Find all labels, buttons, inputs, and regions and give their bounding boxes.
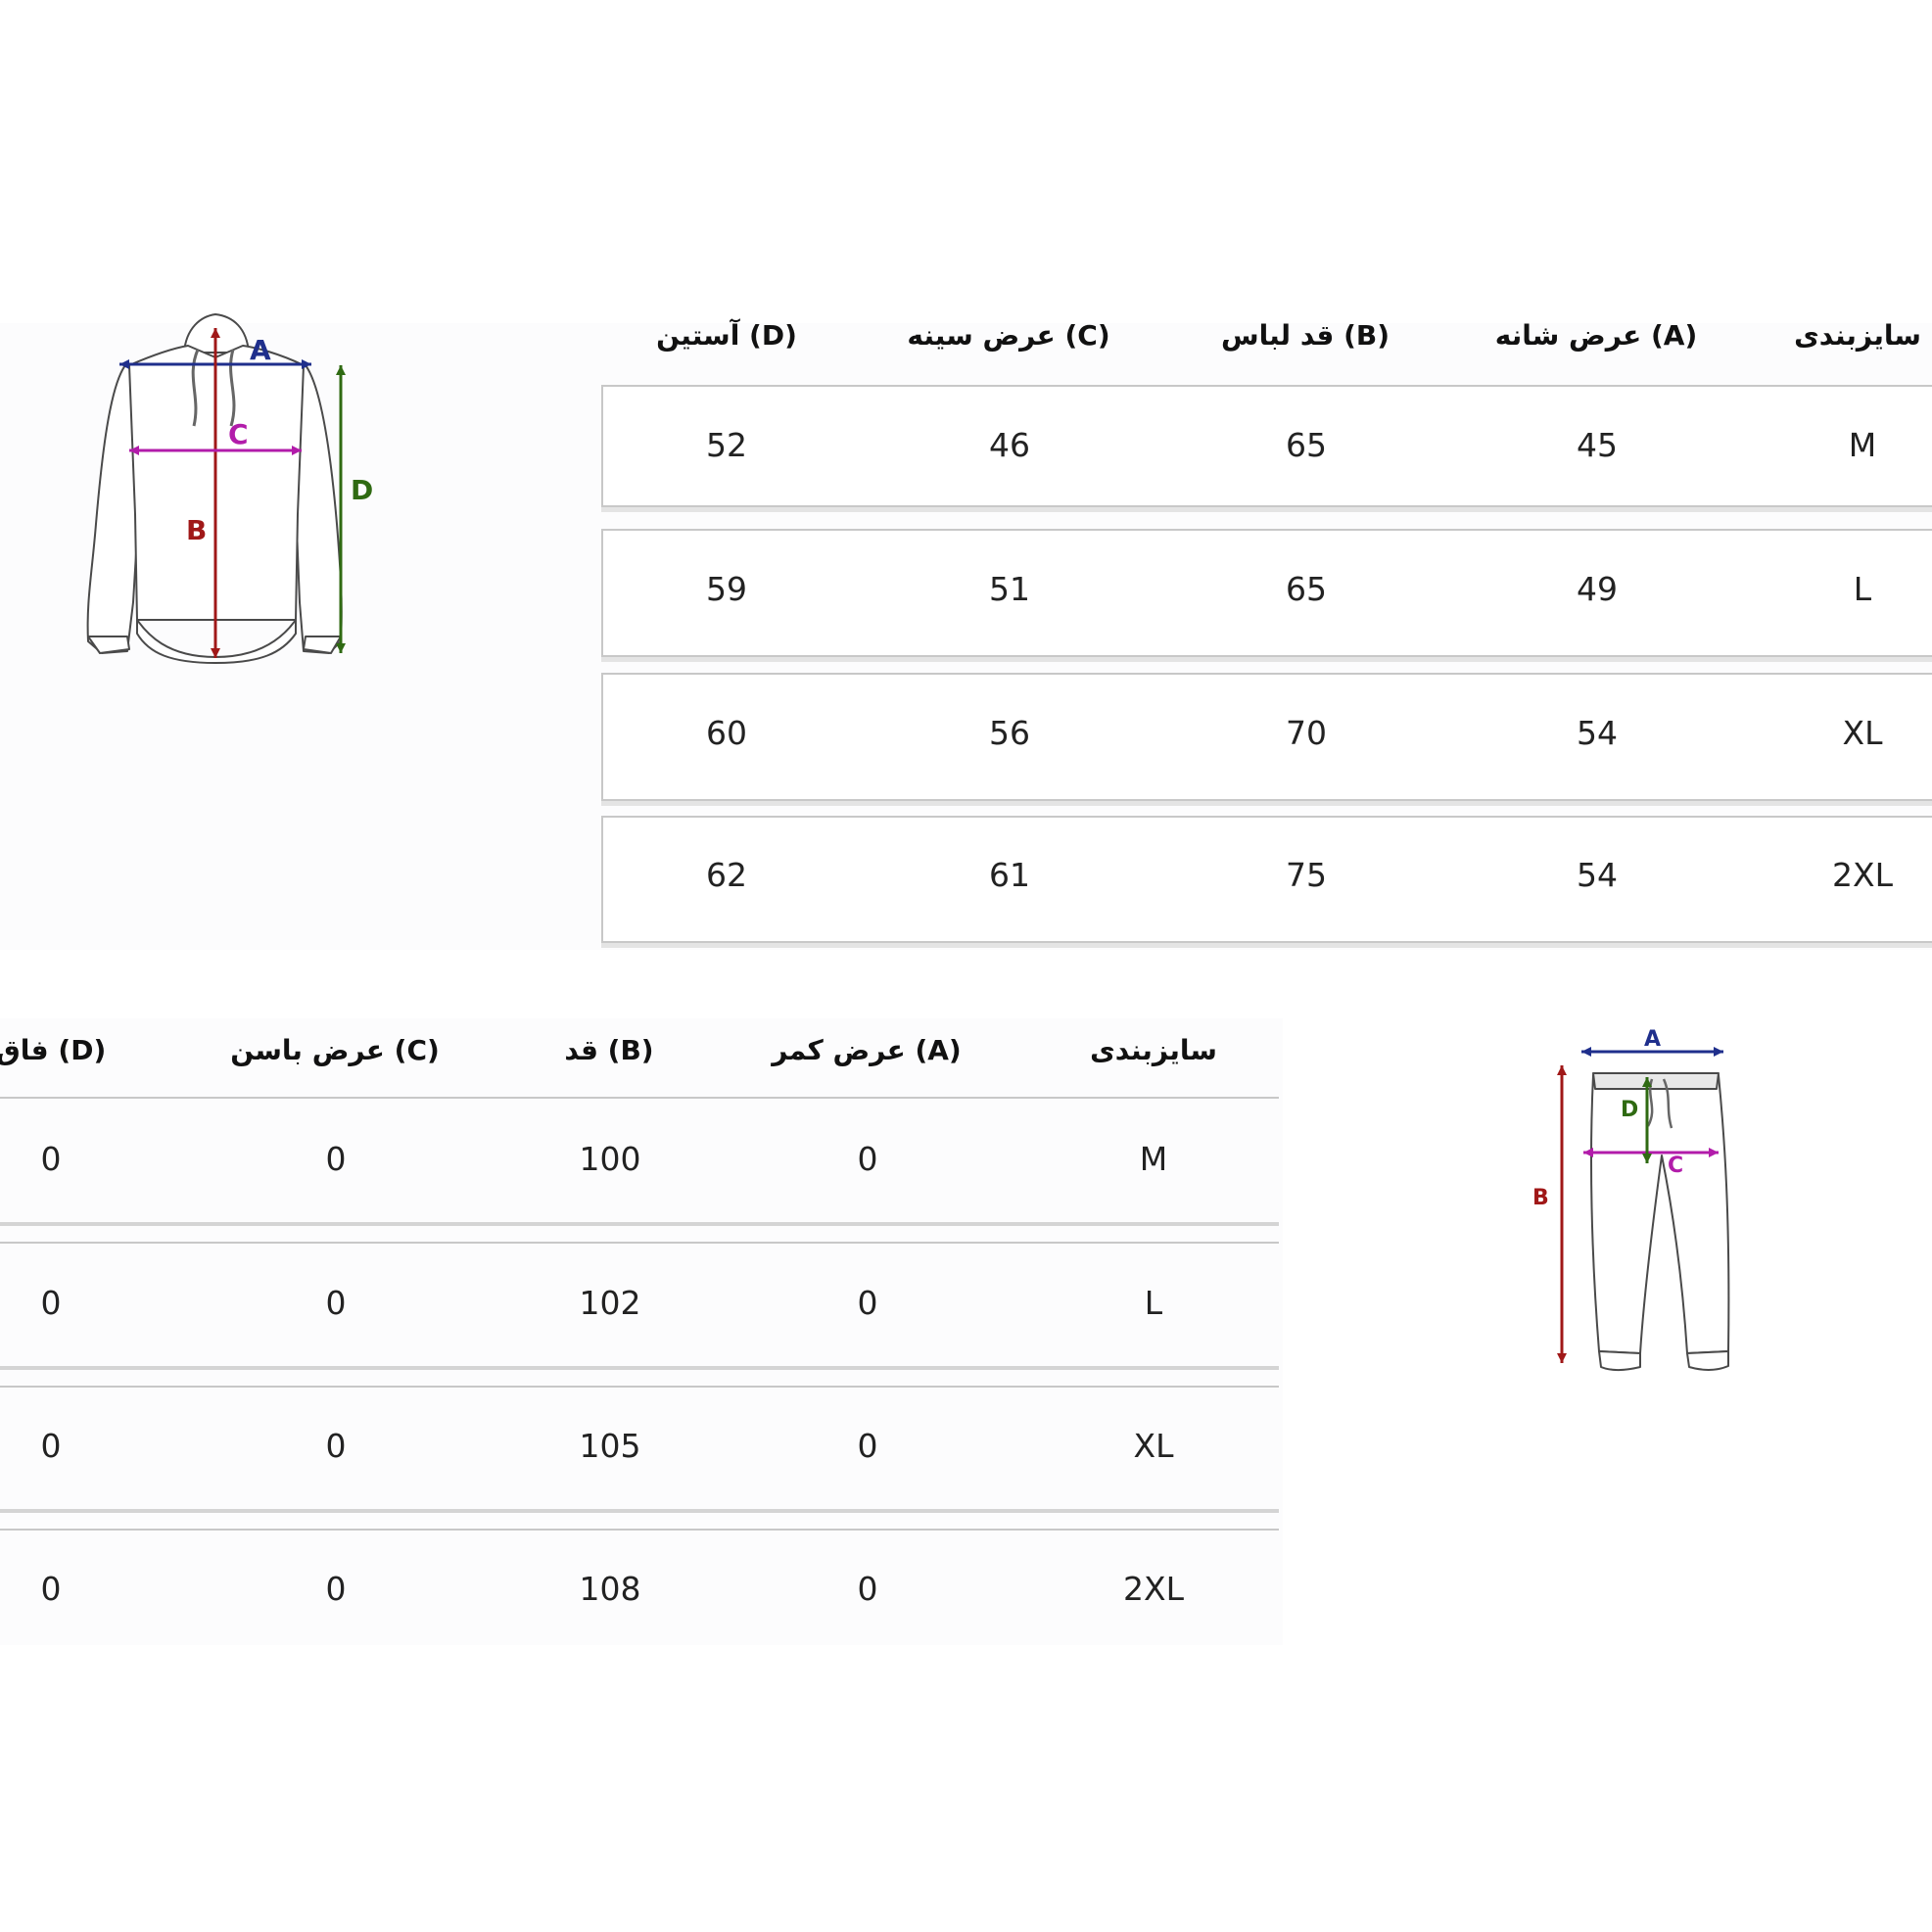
table-cell: 0 — [857, 1427, 878, 1465]
table-cell: 2XL — [1832, 856, 1893, 894]
table-cell: 105 — [579, 1427, 641, 1465]
hoodie-diagram: A C B D — [86, 313, 373, 664]
table-cell: 0 — [325, 1427, 347, 1465]
bottom-header-size: سایزبندی — [1090, 1034, 1217, 1066]
row-divider — [0, 1509, 1279, 1513]
table-cell: 61 — [989, 856, 1030, 894]
table-cell: 0 — [325, 1284, 347, 1322]
pants-label-a: A — [1644, 1027, 1661, 1052]
table-cell: 0 — [325, 1570, 347, 1608]
pants-label-c: C — [1668, 1154, 1683, 1178]
table-cell: L — [1144, 1284, 1163, 1322]
bottom-header-rise: (D) فاق — [0, 1034, 107, 1066]
table-cell: M — [1139, 1140, 1168, 1178]
top-row-box — [601, 529, 1932, 657]
table-cell: 49 — [1577, 570, 1618, 608]
table-cell: 75 — [1286, 856, 1327, 894]
table-cell: 59 — [706, 570, 747, 608]
top-header-shoulder: (A) عرض شانه — [1494, 319, 1698, 352]
table-cell: 45 — [1577, 426, 1618, 464]
pants-label-b: B — [1532, 1186, 1549, 1210]
table-cell: XL — [1133, 1427, 1174, 1465]
top-row-box — [601, 385, 1932, 507]
table-cell: 0 — [40, 1570, 62, 1608]
row-divider — [0, 1242, 1279, 1244]
row-divider — [0, 1222, 1279, 1226]
pants-diagram: A D C B — [1532, 1027, 1730, 1371]
table-cell: 0 — [40, 1284, 62, 1322]
row-divider — [0, 1386, 1279, 1388]
table-cell: 0 — [40, 1140, 62, 1178]
bottom-header-waist: (A) عرض کمر — [772, 1034, 962, 1066]
table-cell: 0 — [857, 1570, 878, 1608]
hoodie-label-a: A — [250, 334, 271, 366]
table-cell: L — [1853, 570, 1872, 608]
top-row-box — [601, 816, 1932, 943]
hoodie-label-d: D — [351, 474, 373, 506]
table-cell: 51 — [989, 570, 1030, 608]
top-row-box — [601, 673, 1932, 801]
bottom-header-length: (B) قد — [564, 1034, 654, 1066]
table-cell: 56 — [989, 714, 1030, 752]
bottom-table-panel — [0, 1018, 1283, 1645]
hoodie-label-b: B — [186, 514, 207, 546]
table-cell: 0 — [857, 1140, 878, 1178]
bottom-header-hip: (C) عرض باسن — [230, 1034, 440, 1066]
table-cell: 102 — [579, 1284, 641, 1322]
top-header-size: سایزبندی — [1794, 319, 1921, 352]
table-cell: 60 — [706, 714, 747, 752]
table-cell: 100 — [579, 1140, 641, 1178]
table-cell: 65 — [1286, 570, 1327, 608]
table-cell: 52 — [706, 426, 747, 464]
table-cell: 62 — [706, 856, 747, 894]
pants-label-d: D — [1621, 1098, 1638, 1122]
table-cell: 0 — [325, 1140, 347, 1178]
table-cell: 70 — [1286, 714, 1327, 752]
row-divider — [0, 1366, 1279, 1370]
table-cell: 46 — [989, 426, 1030, 464]
row-divider — [0, 1097, 1279, 1099]
table-cell: M — [1848, 426, 1877, 464]
row-divider — [0, 1529, 1279, 1531]
top-header-sleeve: (D) آستین — [656, 319, 797, 352]
table-cell: 0 — [857, 1284, 878, 1322]
table-cell: 54 — [1577, 856, 1618, 894]
table-cell: 65 — [1286, 426, 1327, 464]
table-cell: 0 — [40, 1427, 62, 1465]
top-header-length: (B) قد لباس — [1220, 319, 1390, 352]
table-cell: 2XL — [1123, 1570, 1184, 1608]
hoodie-label-c: C — [228, 418, 249, 450]
table-cell: XL — [1842, 714, 1883, 752]
table-cell: 108 — [579, 1570, 641, 1608]
top-header-chest: (C) عرض سینه — [907, 319, 1110, 352]
table-cell: 54 — [1577, 714, 1618, 752]
